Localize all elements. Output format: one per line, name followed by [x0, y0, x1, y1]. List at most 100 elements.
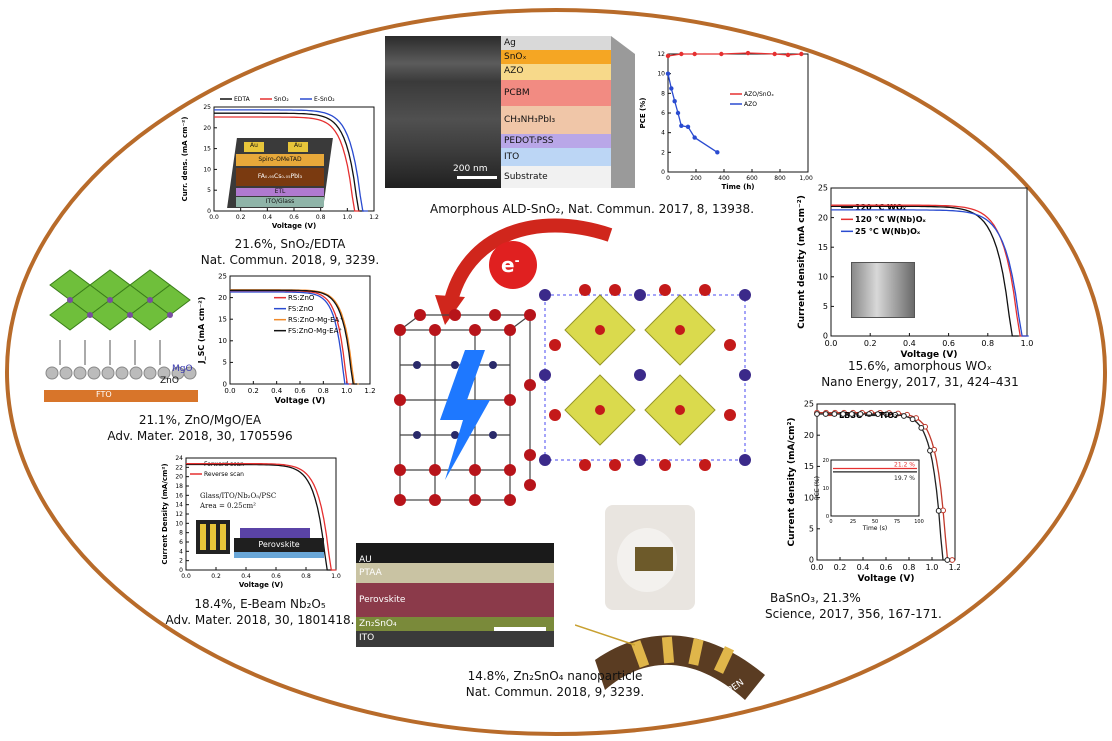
series-line — [831, 205, 1019, 337]
x-tick-label: 0.6 — [942, 339, 955, 348]
y-tick-label: 25 — [804, 400, 814, 409]
y-tick-label: 16 — [175, 492, 183, 499]
caption-zno-line2: Adv. Mater. 2018, 30, 1705596 — [107, 429, 293, 443]
y-tick-label: 0 — [207, 208, 211, 215]
layer-azo: AZO — [501, 64, 611, 80]
y-tick-label: 6 — [179, 539, 183, 546]
series-line — [230, 289, 358, 385]
inset-sno2-device-stack: Au Au Spiro-OMeTAD FA₀.₉₅Cs₀.₀₅PbI₃ ETL … — [226, 138, 334, 208]
y-tick-label: 10 — [175, 520, 183, 527]
sem-cross-section-bottom: AU PTAA Perovskite Zn₂SnO₄ ITO — [356, 543, 554, 647]
y-tick-label: 2 — [661, 149, 665, 156]
y-tick-label: 4 — [661, 130, 665, 137]
x-tick-label: 1.2 — [949, 563, 960, 572]
plot-frame — [830, 187, 1028, 337]
nb2o5-stack-label: Glass/ITO/Nb₂O₅/PSC — [200, 492, 277, 500]
x-axis-label: Voltage (V) — [239, 581, 283, 589]
data-point — [715, 150, 720, 155]
x-tick-label: 0.4 — [241, 573, 251, 580]
zno-label: ZnO — [160, 376, 179, 386]
x-tick-label: 0.8 — [903, 563, 916, 572]
x-tick-label: 1,000 — [799, 175, 813, 182]
scale-bar-bottom — [494, 627, 546, 631]
legend-label: TiO₂ — [879, 411, 898, 420]
legend-label: 25 °C W(Nb)Oₓ — [855, 227, 921, 236]
y-tick-label: 0 — [223, 380, 227, 388]
spiro-layer: Spiro-OMeTAD — [236, 154, 324, 166]
caption-nb2o5-line2: Adv. Mater. 2018, 30, 1801418. — [165, 613, 355, 627]
nb2o5-device-photo — [196, 520, 230, 554]
y-tick-label: 0 — [661, 169, 665, 176]
data-point — [685, 124, 691, 129]
series-line — [831, 209, 1029, 337]
layer-ito: ITO — [501, 148, 611, 166]
y-tick-label: 10 — [804, 493, 814, 502]
legend-label: E-SnO₂ — [314, 96, 335, 103]
electron-charge: - — [514, 253, 520, 268]
data-point — [785, 52, 791, 58]
data-point — [935, 507, 942, 514]
x-tick-label: 0 — [666, 175, 670, 182]
layer-snox: SnOₓ — [501, 50, 611, 64]
x-tick-label: 0.2 — [248, 387, 259, 395]
legend-label: AZO/SnOₓ — [744, 91, 774, 98]
inset-y-label: PCE (%) — [814, 476, 821, 500]
x-tick-label: 600 — [746, 175, 758, 182]
au-contact-1: Au — [244, 142, 264, 152]
data-point — [679, 123, 684, 128]
perovskite-label: Perovskite — [234, 538, 324, 552]
data-point — [692, 51, 697, 57]
layer-ito-bottom: ITO — [356, 631, 554, 647]
electron-symbol: e — [501, 253, 515, 277]
legend-label: 120 °C WOₓ — [855, 203, 907, 212]
y-tick-label: 0 — [809, 556, 814, 565]
x-tick-label: 0.4 — [263, 214, 273, 221]
y-tick-label: 24 — [175, 455, 183, 462]
data-point — [831, 411, 838, 417]
series-line — [831, 204, 1027, 337]
ito-glass-layer: ITO/Glass — [236, 197, 324, 207]
data-point — [745, 50, 751, 56]
y-tick-label: 12 — [657, 51, 665, 58]
x-tick-label: 0.4 — [903, 339, 916, 348]
data-point — [949, 557, 956, 563]
legend-label: Forward scan — [204, 461, 244, 468]
legend-label: 120 °C W(Nb)Oₓ — [855, 215, 927, 224]
caption-basno3-line2: Science, 2017, 356, 167-171. — [765, 607, 942, 621]
y-tick-label: 10 — [657, 71, 665, 78]
x-tick-label: 0.2 — [211, 573, 221, 580]
y-tick-label: 14 — [175, 502, 183, 509]
x-tick-label: 200 — [690, 175, 702, 182]
legend-label: EDTA — [234, 96, 251, 103]
data-point — [799, 51, 804, 57]
layer-pcbm: PCBM — [501, 80, 611, 106]
legend-label: FS:ZnO-Mg-EA⁺ — [288, 327, 342, 335]
inset-y-tick-label: 0 — [826, 514, 829, 520]
x-tick-label: 0.6 — [294, 387, 306, 395]
y-tick-label: 0 — [823, 332, 828, 341]
y-tick-label: 25 — [818, 184, 828, 193]
x-tick-label: 0.6 — [880, 563, 893, 572]
nb2o5-area-label: Area = 0.25cm² — [200, 502, 256, 510]
x-tick-label: 1.0 — [343, 214, 353, 221]
layer-stack-top: Ag SnOₓ AZO PCBM CH₃NH₃PbI₃ PEDOT:PSS IT… — [501, 36, 611, 188]
y-tick-label: 6 — [661, 110, 665, 117]
data-point — [901, 413, 907, 419]
x-tick-label: 400 — [718, 175, 730, 182]
x-tick-label: 0.2 — [864, 339, 877, 348]
data-point — [679, 51, 684, 57]
layer-ptaa: PTAA — [356, 563, 554, 583]
electron-ball — [489, 241, 537, 289]
legend-label: SnO₂ — [274, 96, 289, 103]
y-tick-label: 5 — [809, 524, 814, 533]
caption-sno2-edta-line1: 21.6%, SnO₂/EDTA — [234, 237, 346, 251]
y-tick-label: 20 — [218, 294, 227, 302]
x-axis-label: Voltage (V) — [275, 396, 326, 405]
scale-bar — [457, 176, 497, 179]
layer-au: AU — [356, 543, 554, 565]
x-tick-label: 1.0 — [341, 387, 352, 395]
